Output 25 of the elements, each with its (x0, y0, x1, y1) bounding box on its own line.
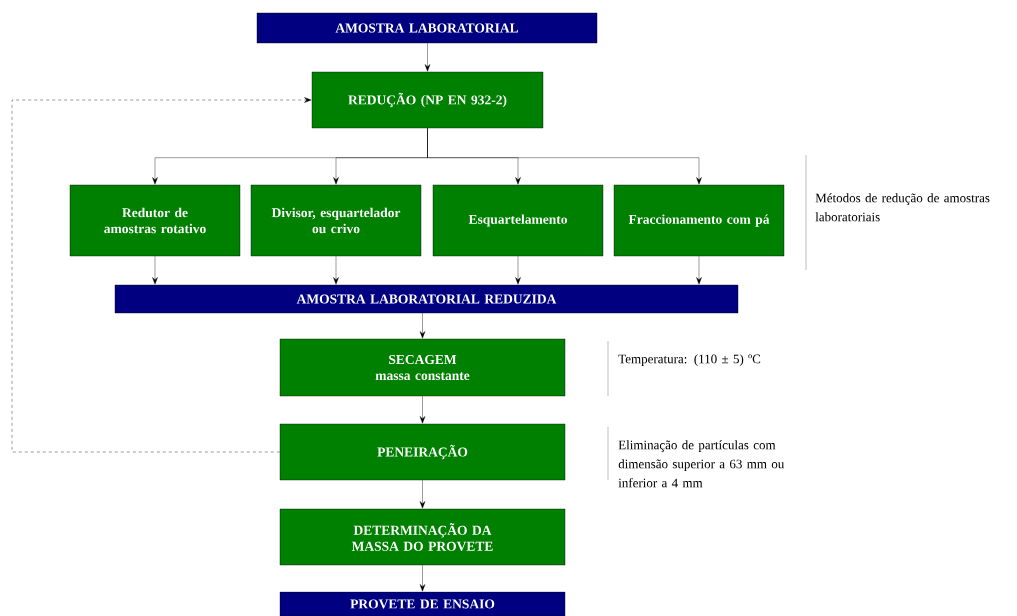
note: Temperatura: (110 ± 5) ºC (618, 354, 761, 366)
process-box: Redutor de amostras rotativo (69, 184, 241, 257)
title-bar: AMOSTRA LABORATORIAL (256, 12, 598, 44)
title-bar: PROVETE DE ENSAIO (279, 591, 566, 616)
arrow (696, 256, 702, 285)
arrow (419, 396, 426, 424)
process-box: Divisor, esquartelador ou crivo (250, 184, 422, 257)
arrow (515, 256, 521, 285)
arrow (419, 565, 426, 592)
process-box: DETERMINAÇÃO DA MASSA DO PROVETE (279, 508, 566, 566)
arrow (152, 256, 158, 285)
process-box: Fraccionamento com pá (613, 184, 785, 257)
process-box: Esquartelamento (432, 184, 604, 257)
arrow (419, 480, 426, 509)
note: Métodos de redução de amostras laboratoriais (815, 193, 990, 222)
arrow (419, 313, 426, 339)
arrow (333, 256, 339, 285)
arrow (424, 43, 431, 72)
note: Eliminação de partículas com dimensão superior a 63 mm ou inferior a 4 mm (618, 440, 785, 488)
process-box: REDUÇÃO (NP EN 932-2) (311, 71, 544, 129)
process-box: SECAGEM massa constante (279, 338, 566, 397)
title-bar: AMOSTRA LABORATORIAL REDUZIDA (114, 284, 739, 314)
arrow (427, 128, 702, 185)
arrow (11, 97, 312, 453)
process-box: PENEIRAÇÃO (279, 423, 566, 481)
